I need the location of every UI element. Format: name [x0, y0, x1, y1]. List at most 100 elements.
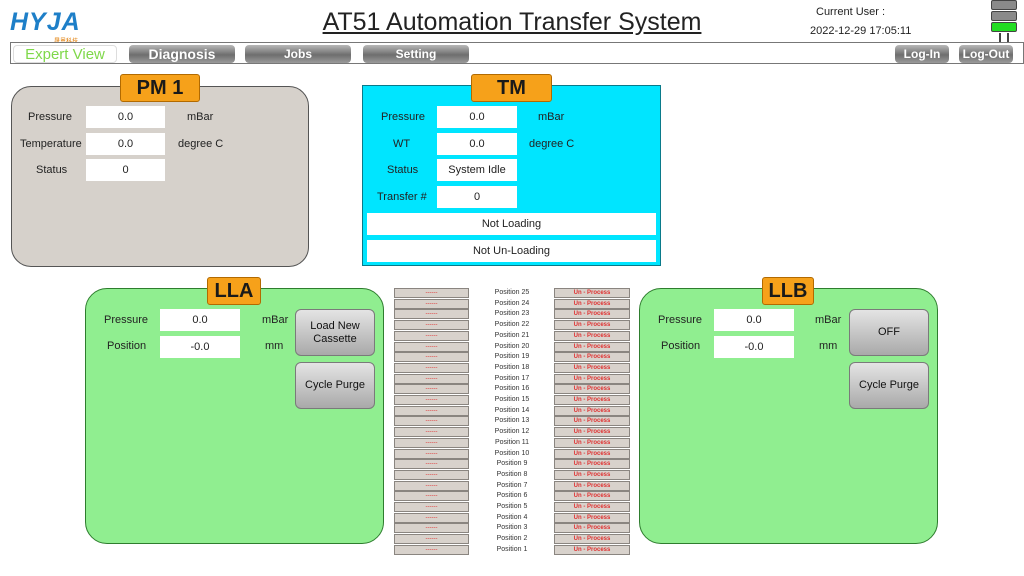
slot-wafer-id: ------ — [394, 362, 469, 373]
slot-position-label: Position 11 — [494, 438, 530, 446]
tower-lamp-top — [991, 0, 1017, 10]
tower-lamp-green — [991, 22, 1017, 32]
slot-status: Un - Process — [554, 416, 630, 427]
slot-position-label: Position 15 — [494, 396, 530, 403]
login-button[interactable]: Log-In — [895, 45, 949, 63]
slot-wafer-id: ------ — [394, 309, 469, 320]
slot-wafer-id: ------ — [394, 534, 469, 545]
slot-status: Un - Process — [554, 352, 630, 363]
slot-wafer-id: ------ — [394, 491, 469, 502]
pm1-temperature-value: 0.0 — [86, 133, 165, 155]
llb-position-value: -0.0 — [714, 336, 794, 358]
logout-button[interactable]: Log-Out — [959, 45, 1013, 63]
tm-wt-unit: degree C — [529, 138, 575, 150]
slot-wafer-id: ------ — [394, 298, 469, 309]
slot-status: Un - Process — [554, 320, 630, 331]
llb-position-label: Position — [661, 340, 701, 352]
slot-position-label: Position 21 — [494, 331, 530, 339]
tm-transfer-value: 0 — [437, 186, 517, 208]
slot-wafer-id: ------ — [394, 523, 469, 534]
lla-position-value: -0.0 — [160, 336, 240, 358]
pm1-title-badge: PM 1 — [120, 74, 200, 102]
slot-wafer-id: ------ — [394, 373, 469, 384]
slot-position-label: Position 24 — [494, 299, 530, 307]
lla-cycle-purge-button[interactable]: Cycle Purge — [295, 362, 375, 409]
lla-pressure-unit: mBar — [262, 314, 289, 326]
tm-pressure-unit: mBar — [538, 111, 565, 123]
llb-cycle-purge-button[interactable]: Cycle Purge — [849, 362, 929, 409]
slot-wafer-id: ------ — [394, 469, 469, 480]
tm-title-badge: TM — [471, 74, 552, 102]
slot-wafer-id: ------ — [394, 320, 469, 331]
datetime-display: 2022-12-29 17:05:11 — [810, 25, 912, 37]
slot-status: Un - Process — [554, 395, 630, 405]
lla-pressure-label: Pressure — [104, 314, 149, 326]
slot-wafer-id: ------ — [394, 544, 469, 555]
slot-position-label: Position 25 — [494, 289, 530, 296]
llb-off-button[interactable]: OFF — [849, 309, 929, 356]
slot-position-label: Position 1 — [496, 545, 528, 553]
diagnosis-button[interactable]: Diagnosis — [129, 45, 235, 63]
slot-position-label: Position 8 — [496, 470, 528, 478]
slot-status: Un - Process — [554, 373, 630, 384]
tm-transfer-label: Transfer # — [377, 191, 427, 203]
slot-status: Un - Process — [554, 502, 630, 512]
pm1-status-label: Status — [36, 164, 68, 176]
slot-row: ------ Position 24 Un - Process — [394, 298, 630, 309]
lla-position-unit: mm — [265, 340, 284, 352]
nav-bar: Expert View Diagnosis Jobs Setting Log-I… — [10, 42, 1024, 64]
pm1-temperature-label: Temperature — [20, 138, 82, 150]
slot-status: Un - Process — [554, 405, 630, 416]
llb-position-unit: mm — [819, 340, 838, 352]
slot-position-label: Position 9 — [496, 460, 528, 468]
slot-status: Un - Process — [554, 469, 630, 480]
pm1-pressure-value: 0.0 — [86, 106, 165, 128]
slot-position-label: Position 16 — [494, 385, 530, 393]
slot-wafer-id: ------ — [394, 341, 469, 352]
lla-pressure-value: 0.0 — [160, 309, 240, 331]
load-new-cassette-button[interactable]: Load New Cassette — [295, 309, 375, 356]
slot-position-label: Position 4 — [496, 513, 528, 521]
expert-view-button[interactable]: Expert View — [13, 45, 117, 63]
slot-status: Un - Process — [554, 341, 630, 352]
tm-loading-status: Not Loading — [367, 213, 656, 235]
slot-position-label: Position 10 — [494, 449, 530, 457]
tm-status-label: Status — [387, 164, 419, 176]
setting-button[interactable]: Setting — [363, 45, 469, 63]
jobs-button[interactable]: Jobs — [245, 45, 351, 63]
lla-position-label: Position — [107, 340, 147, 352]
slot-position-label: Position 20 — [494, 342, 530, 350]
llb-title-badge: LLB — [762, 277, 814, 305]
slot-wafer-id: ------ — [394, 437, 469, 448]
slot-row: ------ Position 20 Un - Process — [394, 341, 630, 352]
slot-status: Un - Process — [554, 309, 630, 320]
slot-status: Un - Process — [554, 534, 630, 545]
tm-wt-value: 0.0 — [437, 133, 517, 155]
llb-pressure-unit: mBar — [815, 314, 842, 326]
slot-status: Un - Process — [554, 480, 630, 491]
slot-position-label: Position 14 — [494, 406, 530, 414]
company-logo: HYJA 晟恩科技 — [10, 8, 100, 45]
slot-position-label: Position 6 — [496, 492, 528, 500]
slot-wafer-id: ------ — [394, 330, 469, 341]
slot-status: Un - Process — [554, 523, 630, 534]
slot-status: Un - Process — [554, 362, 630, 373]
pm1-pressure-unit: mBar — [187, 111, 214, 123]
slot-status: Un - Process — [554, 437, 630, 448]
slot-wafer-id: ------ — [394, 448, 469, 459]
slot-wafer-id: ------ — [394, 427, 469, 438]
logo-text: HYJA — [10, 8, 81, 36]
tm-unloading-status: Not Un-Loading — [367, 240, 656, 262]
slot-position-label: Position 22 — [494, 321, 530, 329]
slot-status: Un - Process — [554, 298, 630, 309]
